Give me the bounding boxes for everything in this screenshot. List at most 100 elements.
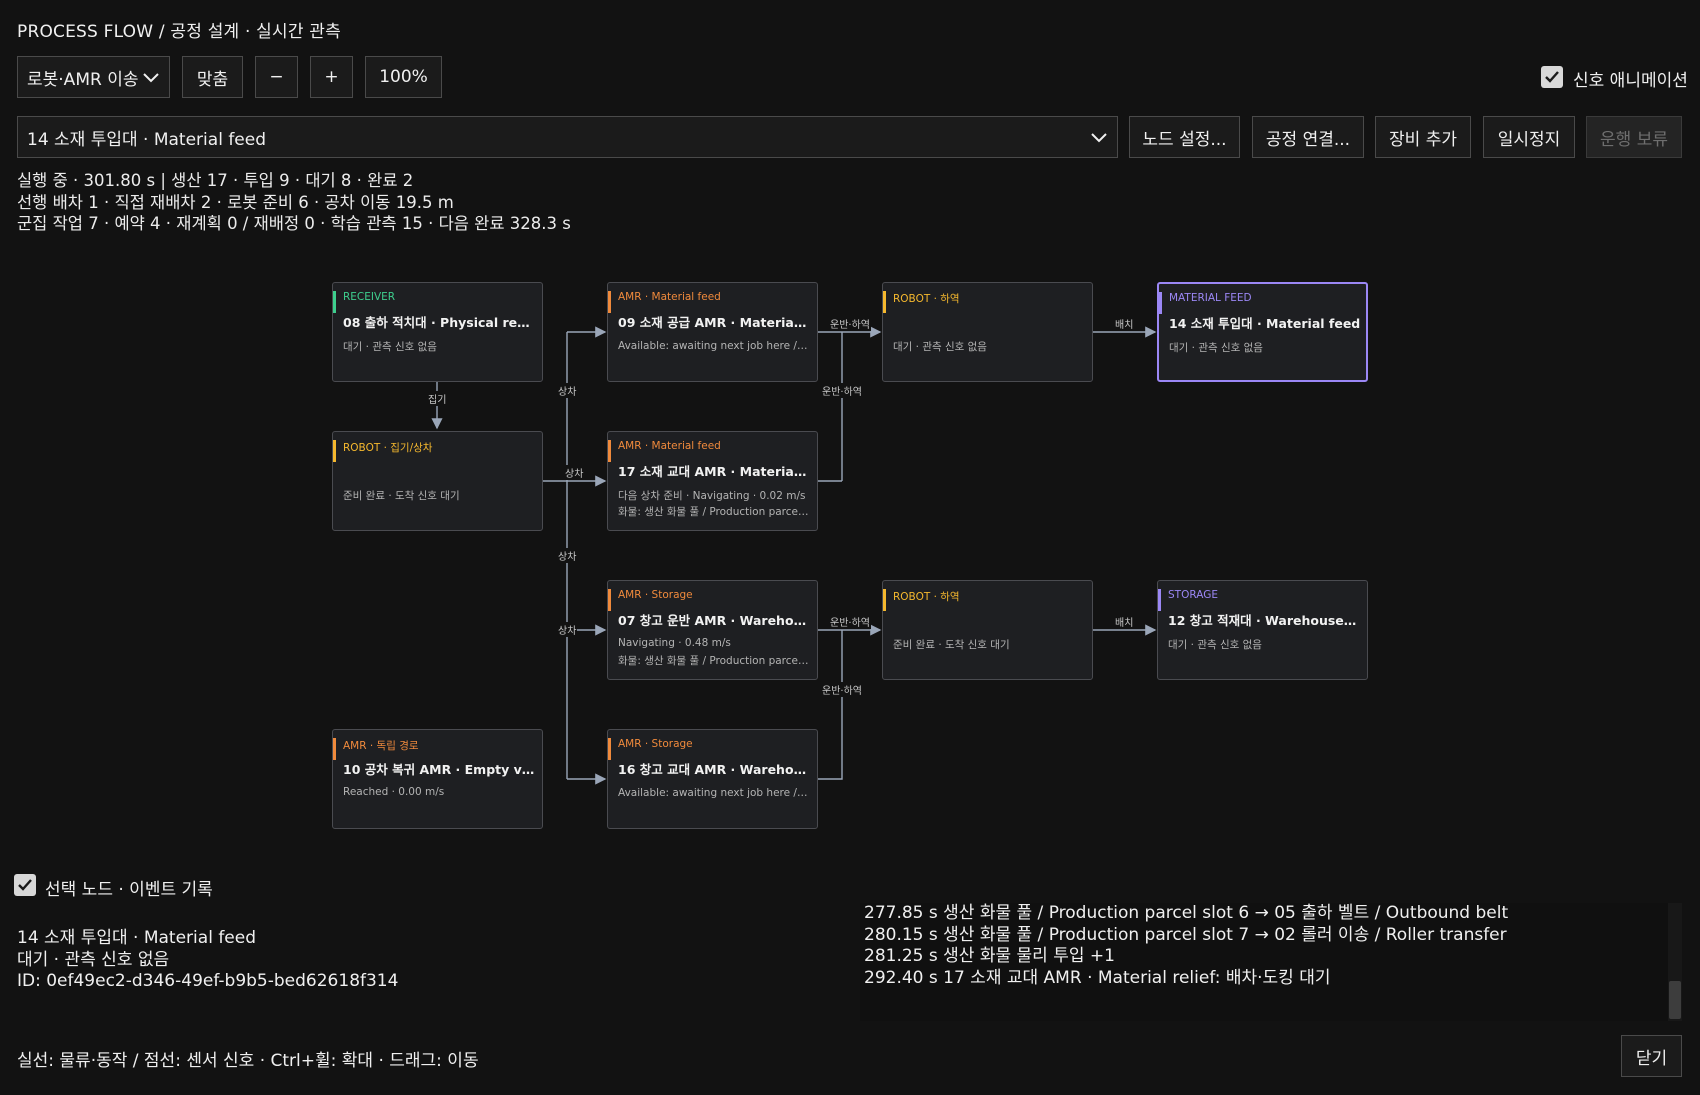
flow-node-storage[interactable]: STORAGE 12 창고 적재대 · Warehouse storage 대기…	[1157, 580, 1368, 680]
log-scrollbar[interactable]	[1668, 903, 1682, 1021]
node-accent	[608, 291, 611, 313]
node-name: 14 소재 투입대 · Material feed	[1169, 316, 1361, 331]
node-tag: AMR · Material feed	[618, 440, 721, 452]
chevron-down-icon	[1091, 133, 1107, 143]
flow-node-amr-10[interactable]: AMR · 독립 경로 10 공차 복귀 AMR · Empty vehicle…	[332, 729, 543, 829]
animation-checkbox[interactable]	[1541, 66, 1563, 88]
node-accent	[883, 589, 886, 611]
node-settings-button[interactable]: 노드 설정...	[1129, 116, 1240, 158]
edge-label-dispatch: 배치	[1114, 316, 1135, 331]
fit-button[interactable]: 맞춤	[182, 56, 243, 98]
edge-label-load: 상차	[557, 548, 578, 563]
node-accent	[333, 291, 336, 313]
edge-label-load: 상차	[564, 465, 585, 480]
zoom-out-button[interactable]: −	[255, 56, 298, 98]
node-tag: ROBOT · 집기/상차	[343, 442, 433, 454]
selected-node-id: ID: 0ef49ec2-d346-49ef-b9b5-bed62618f314	[17, 971, 399, 991]
selected-node-status: 대기 · 관측 신호 없음	[17, 949, 170, 970]
node-status: 대기 · 관측 신호 없음	[1169, 342, 1263, 354]
edge-label-load: 상차	[557, 622, 578, 637]
node-name: 10 공차 복귀 AMR · Empty vehicle return	[343, 762, 535, 777]
run-stats: 실행 중 · 301.80 s | 생산 17 · 투입 9 · 대기 8 · …	[17, 170, 571, 235]
node-accent	[1159, 292, 1162, 314]
edge-label-transfer: 운반·하역	[829, 316, 871, 331]
node-tag: AMR · Storage	[618, 738, 693, 750]
stats-line-1: 실행 중 · 301.80 s | 생산 17 · 투입 9 · 대기 8 · …	[17, 171, 414, 190]
flow-node-amr-17[interactable]: AMR · Material feed 17 소재 교대 AMR · Mater…	[607, 431, 818, 531]
flow-node-amr-16[interactable]: AMR · Storage 16 창고 교대 AMR · Warehouse r…	[607, 729, 818, 829]
node-status: Available: awaiting next job here / ...	[618, 787, 810, 799]
node-tag: AMR · Storage	[618, 589, 693, 601]
chevron-down-icon	[143, 73, 159, 83]
event-log-label: 선택 노드 · 이벤트 기록	[45, 880, 213, 900]
mode-select-value: 로봇·AMR 이송	[27, 69, 139, 90]
edge-label-transfer: 운반·하역	[821, 682, 863, 697]
log-entry: 277.85 s 생산 화물 풀 / Production parcel slo…	[864, 903, 1509, 923]
checkmark-icon	[1545, 71, 1559, 83]
node-accent	[608, 738, 611, 760]
close-button[interactable]: 닫기	[1621, 1035, 1682, 1077]
process-link-button[interactable]: 공정 연결...	[1252, 116, 1364, 158]
node-tag: STORAGE	[1168, 589, 1218, 601]
node-cargo: 화물: 생산 화물 풀 / Production parcel pool	[618, 506, 810, 518]
edge-label-pick: 집기	[427, 391, 448, 406]
node-accent	[608, 589, 611, 611]
node-tag: ROBOT · 하역	[893, 293, 960, 305]
node-cargo: 화물: 생산 화물 풀 / Production parcel pool	[618, 655, 810, 667]
flow-node-amr-09[interactable]: AMR · Material feed 09 소재 공급 AMR · Mater…	[607, 282, 818, 382]
pause-button[interactable]: 일시정지	[1483, 116, 1575, 158]
node-tag: MATERIAL FEED	[1169, 292, 1252, 304]
animation-label: 신호 애니메이션	[1573, 71, 1688, 91]
flow-node-receiver[interactable]: RECEIVER 08 출하 적치대 · Physical receiver 대…	[332, 282, 543, 382]
edge-label-transfer: 운반·하역	[821, 383, 863, 398]
hold-button[interactable]: 운행 보류	[1586, 116, 1682, 158]
log-entry: 280.15 s 생산 화물 풀 / Production parcel slo…	[864, 924, 1507, 945]
log-entry: 292.40 s 17 소재 교대 AMR · Material relief:…	[864, 967, 1331, 988]
node-select[interactable]: 14 소재 투입대 · Material feed	[17, 116, 1118, 158]
edge-label-transfer: 운반·하역	[829, 614, 871, 629]
log-scrollbar-thumb[interactable]	[1669, 981, 1681, 1019]
flow-node-amr-07[interactable]: AMR · Storage 07 창고 운반 AMR · Warehouse t…	[607, 580, 818, 680]
flow-node-robot-unload-2[interactable]: ROBOT · 하역 준비 완료 · 도착 신호 대기	[882, 580, 1093, 680]
node-tag: AMR · 독립 경로	[343, 740, 419, 752]
flow-node-robot-unload-1[interactable]: ROBOT · 하역 대기 · 관측 신호 없음	[882, 282, 1093, 382]
node-accent	[333, 738, 336, 760]
page-title: PROCESS FLOW / 공정 설계 · 실시간 관측	[17, 22, 341, 42]
node-accent	[1158, 589, 1161, 611]
mode-select[interactable]: 로봇·AMR 이송	[17, 56, 170, 98]
node-tag: RECEIVER	[343, 291, 396, 303]
node-status: Reached · 0.00 m/s	[343, 786, 445, 798]
flow-node-robot-pick[interactable]: ROBOT · 집기/상차 준비 완료 · 도착 신호 대기	[332, 431, 543, 531]
event-log-checkbox[interactable]	[14, 874, 36, 896]
zoom-level-button[interactable]: 100%	[365, 56, 442, 98]
node-status: 다음 상차 준비 · Navigating · 0.02 m/s	[618, 490, 806, 502]
node-tag: AMR · Material feed	[618, 291, 721, 303]
stats-line-2: 선행 배차 1 · 직접 재배차 2 · 로봇 준비 6 · 공차 이동 19.…	[17, 192, 454, 212]
node-accent	[883, 291, 886, 313]
node-name: 12 창고 적재대 · Warehouse storage	[1168, 613, 1360, 628]
edge-label-dispatch: 배치	[1114, 614, 1135, 629]
zoom-in-button[interactable]: +	[310, 56, 353, 98]
event-log-list[interactable]: 277.85 s 생산 화물 풀 / Production parcel slo…	[860, 903, 1682, 1021]
flow-node-material-feed[interactable]: MATERIAL FEED 14 소재 투입대 · Material feed …	[1157, 282, 1368, 382]
node-status: 준비 완료 · 도착 신호 대기	[343, 490, 460, 502]
stats-line-3: 군집 작업 7 · 예약 4 · 재계획 0 / 재배정 0 · 학습 관측 1…	[17, 214, 571, 233]
node-name: 09 소재 공급 AMR · Material delivery	[618, 315, 810, 330]
node-tag: ROBOT · 하역	[893, 591, 960, 603]
add-equipment-button[interactable]: 장비 추가	[1375, 116, 1471, 158]
footer-legend: 실선: 물류·동작 / 점선: 센서 신호 · Ctrl+휠: 확대 · 드래그…	[17, 1051, 479, 1071]
node-name: 17 소재 교대 AMR · Material relief	[618, 464, 810, 479]
node-status: Available: awaiting next job here / ...	[618, 340, 810, 352]
node-status: 준비 완료 · 도착 신호 대기	[893, 639, 1010, 651]
node-name: 07 창고 운반 AMR · Warehouse transport	[618, 613, 810, 628]
node-accent	[608, 440, 611, 462]
selected-node-detail: 14 소재 투입대 · Material feed 대기 · 관측 신호 없음 …	[17, 928, 398, 993]
node-name: 08 출하 적치대 · Physical receiver	[343, 315, 535, 330]
log-entry: 281.25 s 생산 화물 물리 투입 +1	[864, 946, 1115, 966]
node-accent	[333, 440, 336, 462]
node-status: 대기 · 관측 신호 없음	[1168, 639, 1262, 651]
node-status: 대기 · 관측 신호 없음	[893, 341, 987, 353]
checkmark-icon	[18, 879, 32, 891]
node-name: 16 창고 교대 AMR · Warehouse relief	[618, 762, 810, 777]
selected-node-name: 14 소재 투입대 · Material feed	[17, 928, 257, 948]
